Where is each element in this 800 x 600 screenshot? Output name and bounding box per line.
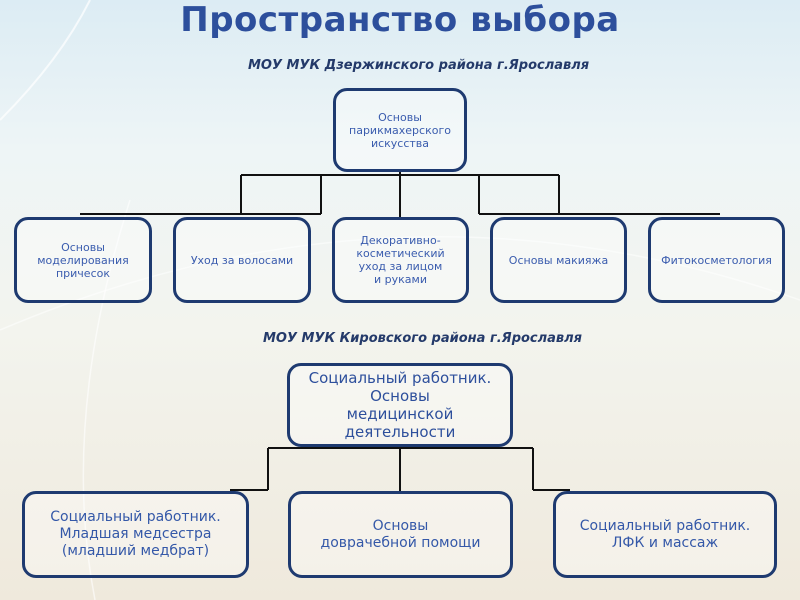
- page-title: Пространство выбора: [180, 0, 620, 40]
- child-box-junior-nurse: Социальный работник. Младшая медсестра (…: [22, 491, 249, 578]
- child-box-cosmetic-care: Декоративно- косметический уход за лицом…: [332, 217, 469, 303]
- child-box-hair-care: Уход за волосами: [173, 217, 311, 303]
- section1-heading: МОУ МУК Дзержинского района г.Ярославля: [248, 58, 590, 73]
- child-box-first-aid: Основы доврачебной помощи: [288, 491, 513, 578]
- section2-heading: МОУ МУК Кировского района г.Ярославля: [263, 331, 583, 346]
- root-box-hairdressing: Основы парикмахерского искусства: [333, 88, 467, 172]
- child-box-massage: Социальный работник. ЛФК и массаж: [553, 491, 777, 578]
- child-box-phytocosmetology: Фитокосметология: [648, 217, 785, 303]
- child-box-hairstyle-modeling: Основы моделирования причесок: [14, 217, 152, 303]
- child-box-makeup: Основы макияжа: [490, 217, 627, 303]
- root-box-social-worker: Социальный работник. Основы медицинской …: [287, 363, 513, 447]
